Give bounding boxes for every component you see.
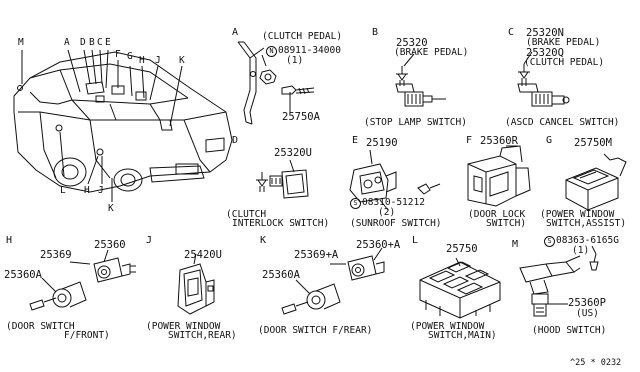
- section-h-title2: F/FRONT): [64, 330, 110, 341]
- part-number-25369: 25369: [40, 249, 72, 261]
- part-l-drawing: [419, 257, 501, 319]
- section-e-screw-part: 08310-51212: [362, 197, 425, 208]
- car-callout-k-top: K: [179, 55, 185, 66]
- car-callout-k-bottom: K: [108, 203, 114, 214]
- part-number-25750: 25750: [446, 243, 478, 255]
- car-callout-g: G: [127, 51, 133, 62]
- section-a-caption: (CLUTCH PEDAL): [262, 31, 343, 42]
- part-b-drawing: [395, 53, 446, 107]
- car-callout-h-bottom: H: [84, 185, 90, 196]
- part-m-drawing: [519, 245, 599, 317]
- section-e-letter: E: [352, 135, 359, 146]
- section-a-nut-part: 08911-34000: [278, 45, 341, 56]
- section-b-caption: (BRAKE PEDAL): [394, 47, 469, 58]
- part-number-25360a-k: 25360A: [262, 269, 300, 281]
- section-g-letter: G: [546, 135, 553, 146]
- car-callout-e: E: [105, 37, 111, 48]
- section-m-title: (HOOD SWITCH): [532, 325, 607, 336]
- section-g-title1: (POWER WINDOW: [540, 209, 615, 220]
- car-callout-l: L: [60, 185, 66, 196]
- section-a-nut-qty: (1): [286, 55, 304, 66]
- section-k-letter: K: [260, 235, 267, 246]
- part-d-drawing: [256, 159, 309, 199]
- section-a-letter: A: [232, 27, 239, 38]
- part-g-drawing: [565, 153, 627, 211]
- car-callout-m: M: [18, 37, 24, 48]
- part-k-drawing: [281, 247, 385, 315]
- section-l-title1: (POWER WINDOW: [410, 321, 485, 332]
- part-number-25320u: 25320U: [274, 147, 312, 159]
- part-j-drawing: [177, 253, 215, 315]
- part-number-25320: 25320: [396, 37, 428, 49]
- part-number-25360a-plus: 25360+A: [356, 239, 401, 251]
- part-number-25360r: 25360R: [480, 135, 518, 147]
- section-m-letter: M: [512, 239, 519, 250]
- car-callout-b: B: [89, 37, 95, 48]
- section-m-screw-part: 08363-6165G: [556, 235, 619, 246]
- car-callout-f: F: [115, 49, 121, 60]
- section-j-title1: (POWER WINDOW: [146, 321, 221, 332]
- section-m-variant: (US): [576, 308, 599, 319]
- section-j-title2: SWITCH,REAR): [168, 330, 237, 341]
- section-c-title: (ASCD CANCEL SWITCH): [505, 117, 620, 128]
- part-number-25320n: 25320N: [526, 27, 564, 39]
- car-callout-j-top: J: [155, 55, 161, 66]
- part-number-25360a-h: 25360A: [4, 269, 42, 281]
- section-l-letter: L: [412, 235, 419, 246]
- part-number-25750m: 25750M: [574, 137, 612, 149]
- part-number-25750a: 25750A: [282, 111, 320, 123]
- section-f-letter: F: [466, 135, 473, 146]
- part-f-drawing: [467, 145, 531, 207]
- part-h-drawing: [29, 249, 136, 311]
- section-d-title2: INTERLOCK SWITCH): [232, 218, 330, 229]
- car-callout-c: C: [97, 37, 103, 48]
- section-c-caption2: (CLUTCH PEDAL): [524, 57, 605, 68]
- section-d-letter: D: [232, 135, 239, 146]
- section-b-letter: B: [372, 27, 379, 38]
- section-b-title: (STOP LAMP SWITCH): [364, 117, 467, 128]
- section-j-letter: J: [146, 235, 153, 246]
- section-k-title: (DOOR SWITCH F/REAR): [258, 325, 373, 336]
- section-d-title1: (CLUTCH: [226, 209, 267, 220]
- section-h-letter: H: [6, 235, 13, 246]
- car-callout-h-top: H: [139, 55, 145, 66]
- part-a-drawing: [237, 41, 315, 125]
- screw-symbol-icon: S: [350, 198, 361, 209]
- section-c-letter: C: [508, 27, 515, 38]
- car-callout-a: A: [64, 37, 70, 48]
- nut-symbol-icon: N: [266, 46, 277, 57]
- section-c-caption1: (BRAKE PEDAL): [526, 37, 601, 48]
- part-c-drawing: [517, 51, 570, 107]
- screw-symbol-icon: S: [544, 236, 555, 247]
- section-e-screw-qty: (2): [378, 207, 396, 218]
- section-g-title2: SWITCH,ASSIST): [546, 218, 627, 229]
- part-number-25320q: 25320Q: [526, 47, 564, 59]
- section-f-title1: (DOOR LOCK: [468, 209, 526, 220]
- part-number-25360: 25360: [94, 239, 126, 251]
- part-number-25420u: 25420U: [184, 249, 222, 261]
- section-l-title2: SWITCH,MAIN): [428, 330, 497, 341]
- part-number-25369a: 25369+A: [294, 249, 339, 261]
- section-m-screw-qty: (1): [572, 245, 590, 256]
- car-callout-d: D: [80, 37, 86, 48]
- part-number-25190: 25190: [366, 137, 398, 149]
- section-e-title: (SUNROOF SWITCH): [350, 218, 442, 229]
- section-h-title1: (DOOR SWITCH: [6, 321, 75, 332]
- section-f-title2: SWITCH): [486, 218, 527, 229]
- car-illustration: [13, 49, 233, 202]
- part-number-25360p: 25360P: [568, 297, 606, 309]
- diagram-code: ^25 * 0232: [570, 358, 622, 368]
- car-callout-j-bottom: J: [98, 185, 104, 196]
- part-e-drawing: [349, 149, 441, 211]
